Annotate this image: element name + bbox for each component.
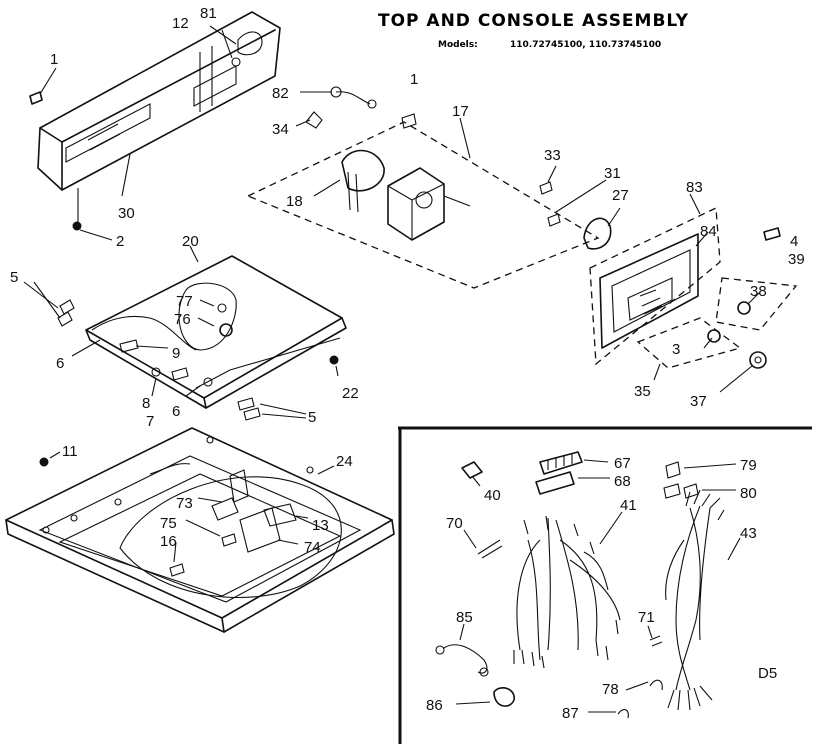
callout-6-left: 6 [56, 355, 64, 372]
callout-35: 35 [634, 383, 651, 400]
callout-34: 34 [272, 121, 289, 138]
callout-7: 7 [146, 413, 154, 430]
callout-labels: 81 12 1 82 1 34 17 33 31 27 18 30 2 83 8… [10, 5, 805, 722]
callout-74: 74 [304, 539, 321, 556]
callout-79: 79 [740, 457, 757, 474]
callout-6-mid: 6 [172, 403, 180, 420]
control-panel [589, 193, 798, 393]
callout-24: 24 [336, 453, 353, 470]
callout-38: 38 [750, 283, 767, 300]
console-fasteners [29, 25, 241, 241]
models-value: 110.72745100, 110.73745100 [510, 40, 661, 50]
models-label: Models: [438, 40, 478, 50]
callout-41: 41 [620, 497, 637, 514]
callout-13: 13 [312, 517, 329, 534]
callout-67: 67 [614, 455, 631, 472]
timer-subassembly [246, 86, 621, 289]
callout-16: 16 [160, 533, 177, 550]
callout-71: 71 [638, 609, 655, 626]
callout-84: 84 [700, 223, 717, 240]
callout-82: 82 [272, 85, 289, 102]
corner-code: D5 [758, 665, 777, 682]
callout-37: 37 [690, 393, 707, 410]
callout-5-left: 5 [10, 269, 18, 286]
callout-17: 17 [452, 103, 469, 120]
callout-12: 12 [172, 15, 189, 32]
callout-73: 73 [176, 495, 193, 512]
callout-22: 22 [342, 385, 359, 402]
callout-39: 39 [788, 251, 805, 268]
callout-30: 30 [118, 205, 135, 222]
callout-78: 78 [602, 681, 619, 698]
callout-20: 20 [182, 233, 199, 250]
console-panel [37, 11, 281, 191]
callout-86: 86 [426, 697, 443, 714]
callout-43: 43 [740, 525, 757, 542]
callout-2: 2 [116, 233, 124, 250]
callout-5-right: 5 [308, 409, 316, 426]
callout-18: 18 [286, 193, 303, 210]
diagram-title: TOP AND CONSOLE ASSEMBLY [378, 11, 689, 31]
callout-31: 31 [604, 165, 621, 182]
callout-70: 70 [446, 515, 463, 532]
callout-76: 76 [174, 311, 191, 328]
harness-parts [435, 451, 741, 719]
callout-75: 75 [160, 515, 177, 532]
callout-40: 40 [484, 487, 501, 504]
harness-box [398, 426, 812, 744]
callout-68: 68 [614, 473, 631, 490]
callout-9: 9 [172, 345, 180, 362]
callout-1-timer: 1 [410, 71, 418, 88]
callout-4: 4 [790, 233, 798, 250]
callout-33: 33 [544, 147, 561, 164]
washer-lid [23, 245, 347, 421]
callout-11: 11 [62, 443, 78, 460]
callout-83: 83 [686, 179, 703, 196]
callout-27: 27 [612, 187, 629, 204]
callout-81: 81 [200, 5, 217, 22]
callout-77: 77 [176, 293, 193, 310]
callout-8: 8 [142, 395, 150, 412]
callout-1-console: 1 [50, 51, 58, 68]
callout-3: 3 [672, 341, 680, 358]
callout-85: 85 [456, 609, 473, 626]
callout-80: 80 [740, 485, 757, 502]
washer-top-panel [5, 427, 395, 633]
callout-87: 87 [562, 705, 579, 722]
